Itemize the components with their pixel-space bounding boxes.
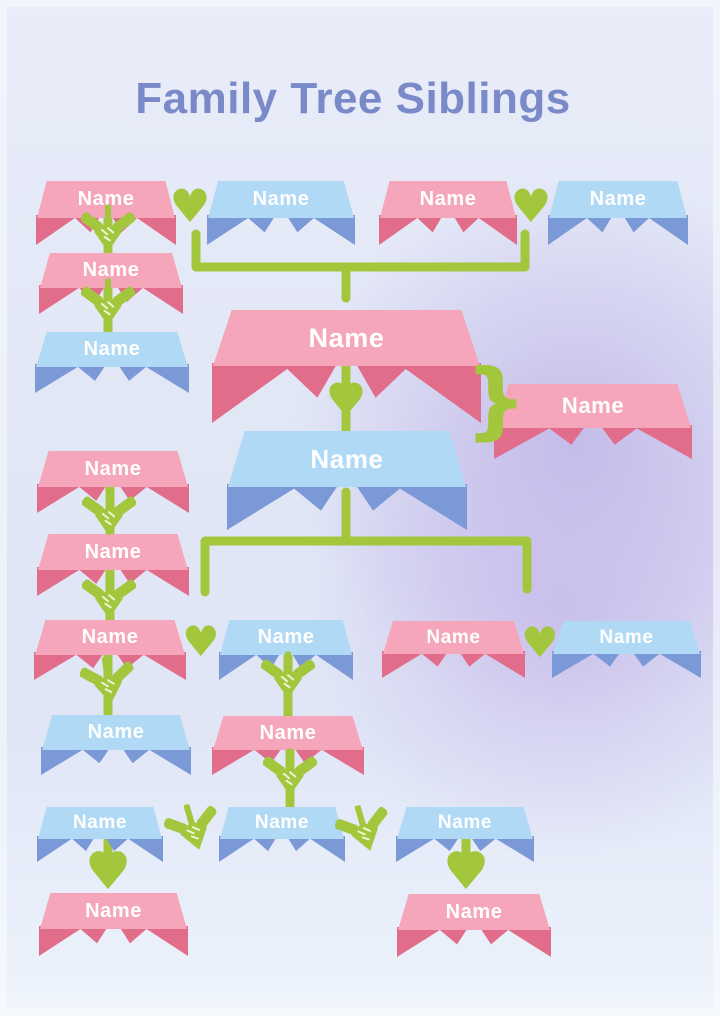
handshake-icon [78,652,138,709]
heart-icon: ♥ [182,617,220,666]
member-name-label: Name [310,443,384,474]
member-banner[interactable]: Name [212,310,481,423]
heart-icon: ♥ [169,179,211,233]
member-banner[interactable]: Name [379,181,517,245]
member-banner[interactable]: Name [35,332,189,393]
member-name-label: Name [77,188,135,210]
brace-icon: } [464,351,528,449]
member-name-label: Name [82,259,140,281]
member-name-label: Name [252,188,310,210]
member-name-label: Name [308,322,385,353]
member-banner[interactable]: Name [37,451,189,513]
member-name-label: Name [257,626,315,648]
member-name-label: Name [589,188,647,210]
member-name-label: Name [445,900,503,923]
member-name-label: Name [83,338,141,360]
heart-icon: ♥ [521,618,559,667]
member-banner[interactable]: Name [397,894,551,957]
member-name-label: Name [84,457,142,480]
connector-bracket [191,229,530,272]
member-name-label: Name [72,812,128,833]
member-name-label: Name [437,812,493,833]
handshake-icon [82,488,136,538]
handshake-icon [81,204,135,254]
member-banner[interactable]: Name [219,807,345,862]
member-name-label: Name [84,540,142,563]
handshake-icon [82,571,136,621]
heart-down-arrow-icon: ♥ [84,842,132,902]
member-banner[interactable]: Name [34,620,186,680]
heart-down-arrow-icon: ♥ [442,842,490,902]
member-name-label: Name [599,626,654,648]
member-banner[interactable]: Name [219,620,353,680]
page-title: Family Tree Siblings [135,74,571,123]
member-name-label: Name [259,721,317,744]
member-banner[interactable]: Name [552,621,701,678]
handshake-icon [263,748,317,798]
member-name-label: Name [561,393,625,418]
member-banner[interactable]: Name [227,431,467,530]
member-name-label: Name [81,626,139,648]
member-banner[interactable]: Name [382,621,525,678]
handshake-icon [81,278,135,328]
member-banner[interactable]: Name [41,715,191,775]
handshake-icon [261,651,315,701]
member-name-label: Name [254,812,310,833]
heart-icon: ♥ [325,373,367,427]
member-banner[interactable]: Name [37,534,189,596]
member-name-label: Name [419,188,477,210]
connector-bracket [200,536,532,597]
member-name-label: Name [85,899,142,922]
heart-icon: ♥ [510,179,552,233]
member-banner[interactable]: Name [396,807,534,862]
member-banner[interactable]: Name [207,181,355,245]
member-banner[interactable]: Name [37,807,163,862]
member-name-label: Name [87,721,145,743]
member-banner[interactable]: Name [212,716,364,775]
member-banner[interactable]: Name [548,181,688,245]
member-name-label: Name [426,626,481,648]
